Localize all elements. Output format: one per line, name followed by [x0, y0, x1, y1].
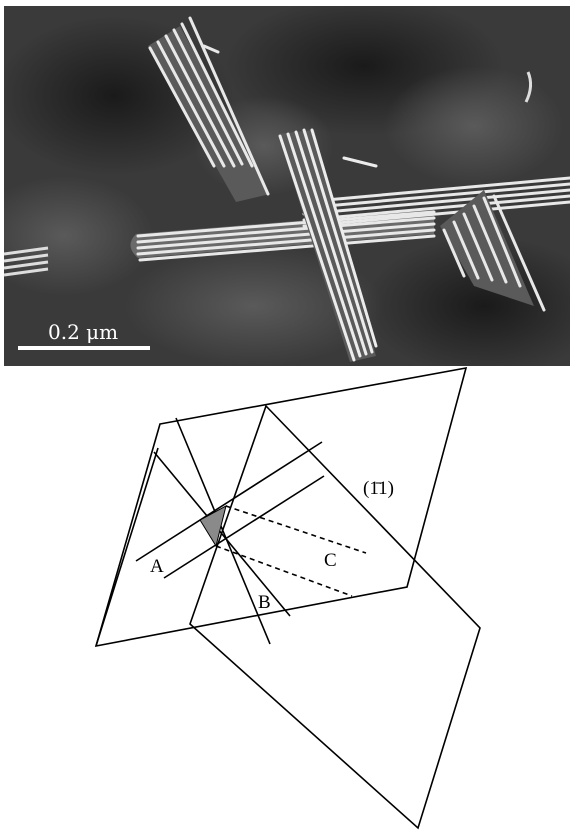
- central-fault-band: [278, 128, 378, 362]
- tem-micrograph: 0.2 μm: [4, 6, 570, 366]
- left-fault-stub: [4, 246, 49, 277]
- trace-c-dashed-2: [215, 545, 353, 597]
- right-fault-band: [440, 190, 546, 312]
- plane-edge-left: [95, 447, 159, 647]
- label-a: A: [150, 556, 164, 577]
- plane-label: (1̄1): [363, 478, 394, 499]
- horizontal-fault-band: [130, 176, 570, 262]
- plane-lower-outline: [189, 404, 481, 830]
- trace-c-dashed-1: [225, 505, 367, 554]
- label-c: C: [324, 550, 337, 571]
- trace-line-1: [175, 417, 271, 645]
- shaded-intersection: [199, 505, 227, 548]
- trace-a-1: [135, 441, 323, 562]
- plane-upper-outline: [94, 366, 468, 648]
- label-b: B: [258, 592, 271, 613]
- small-defect-line: [524, 71, 533, 103]
- upper-left-fault-band: [148, 16, 270, 202]
- scale-bar-label: 0.2 μm: [48, 320, 118, 344]
- trace-a-2: [163, 475, 325, 579]
- trace-line-2: [153, 451, 291, 617]
- fault-schematic: (1̄1) A B C: [94, 366, 481, 830]
